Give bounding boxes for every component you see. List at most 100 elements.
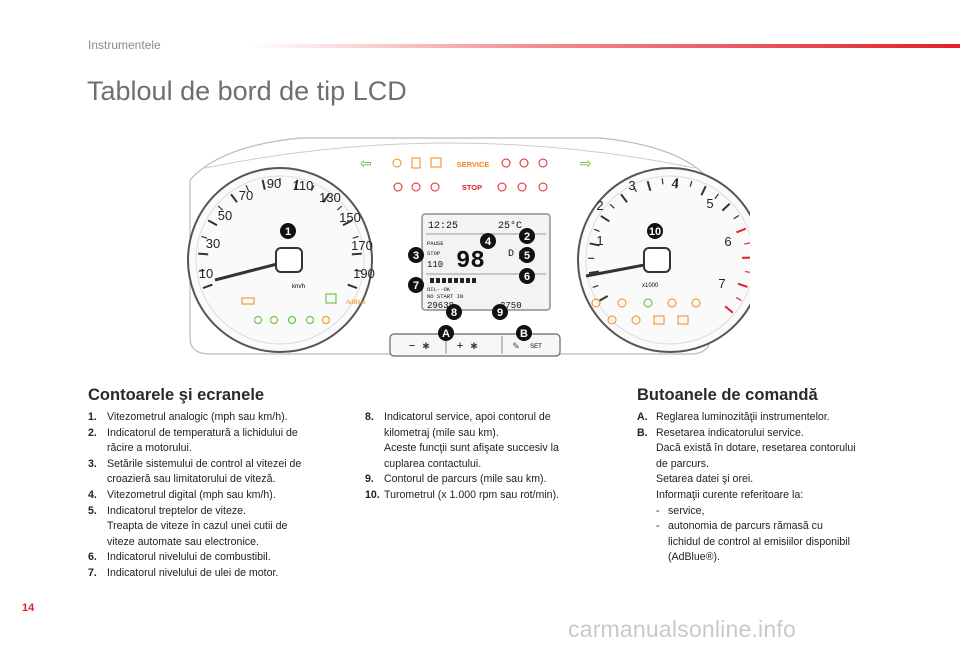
- tacho-label-1: 1: [596, 233, 603, 248]
- dial-tick: [336, 205, 343, 211]
- svg-text:3: 3: [413, 250, 419, 262]
- dial-tick: [347, 283, 358, 289]
- speedo-label-10: 10: [199, 266, 213, 281]
- list-item: 7.Indicatorul nivelului de ulei de motor…: [88, 566, 279, 579]
- callout-2: 2: [519, 228, 535, 244]
- dial-tick: [217, 205, 224, 211]
- lcd-odometer: 29638: [427, 301, 454, 311]
- dash-item-autonomy: - autonomia de parcurs rămasă cu lichidu…: [656, 520, 850, 564]
- speedo-unit: km/h: [292, 284, 305, 290]
- dial-tick: [735, 296, 742, 302]
- speedo-label-130: 130: [319, 190, 341, 205]
- tacho-label-4: 4: [671, 176, 678, 191]
- callout-8: 8: [446, 304, 462, 320]
- dial-tick: [744, 242, 750, 245]
- section-title-gauges: Contoarele şi ecranele: [88, 386, 265, 404]
- callout-10: 10: [647, 223, 663, 239]
- dial-tick: [609, 203, 615, 209]
- speedo-label-50: 50: [218, 208, 232, 223]
- lcd-pause: PAUSE: [427, 240, 444, 247]
- dial-tick: [322, 193, 330, 203]
- list-item: 9.Contorul de parcurs (mile sau km).: [365, 473, 547, 486]
- list-item: 1.Vitezometrul analogic (mph sau km/h).: [88, 411, 288, 423]
- control-button-panel: − ✱ + ✱ ✎ SET: [389, 333, 561, 357]
- svg-text:7: 7: [413, 280, 419, 292]
- page-title: Tabloul de bord de tip LCD: [87, 76, 407, 106]
- dashboard-illustration: 10 30 50 70 90 110 130 150 170 190 km/h …: [187, 137, 750, 357]
- svg-text:6: 6: [524, 271, 530, 283]
- dial-tick: [351, 252, 362, 256]
- header-accent-line: [250, 44, 960, 48]
- callout-1: 1: [280, 223, 296, 239]
- dial-tick: [661, 178, 664, 185]
- callout-7: 7: [408, 277, 424, 293]
- speedo-label-150: 150: [339, 210, 361, 225]
- svg-text:9: 9: [497, 307, 503, 319]
- dial-tick: [700, 185, 707, 196]
- svg-text:A: A: [442, 328, 450, 340]
- dial-tick: [261, 179, 266, 190]
- speedo-hub: [275, 247, 303, 273]
- list-item: 6.Indicatorul nivelului de combustibil.: [88, 551, 271, 564]
- svg-text:8: 8: [451, 307, 457, 319]
- dial-tick: [589, 242, 600, 247]
- lcd-set-speed: 110: [427, 260, 443, 270]
- dial-tick: [310, 185, 315, 192]
- list-item: 2.Indicatorul de temperatură a lichidulu…: [88, 426, 298, 455]
- dial-tick: [600, 215, 610, 223]
- dial-tick: [689, 180, 693, 187]
- list-item: 4.Vitezometrul digital (mph sau km/h).: [88, 488, 276, 501]
- svg-text:1: 1: [285, 226, 291, 238]
- speedo-label-30: 30: [206, 236, 220, 251]
- center-warning-lamps: ⇦ ⇨ SERVICE STOP: [360, 155, 592, 192]
- tacho-label-3: 3: [628, 178, 635, 193]
- list-item: 5.Indicatorul treptelor de viteze.Treapt…: [88, 504, 288, 548]
- lcd-stop-mode: STOP: [427, 250, 440, 257]
- speedometer-dial: 10 30 50 70 90 110 130 150 170 190 km/h …: [187, 167, 375, 353]
- lcd-temp: 25°C: [498, 220, 522, 232]
- lcd-trip: 2750: [500, 301, 522, 311]
- dial-tick: [598, 295, 609, 302]
- wrench-icon: ✎: [512, 341, 520, 351]
- lcd-no-start: NO START IN: [427, 293, 463, 300]
- tacho-label-2: 2: [596, 198, 603, 213]
- speedo-label-110: 110: [293, 178, 314, 193]
- plus-button: +: [457, 340, 463, 352]
- list-item-b: B. Resetarea indicatorului service. Dacă…: [637, 426, 907, 566]
- svg-text:B: B: [520, 328, 528, 340]
- tacho-label-5: 5: [706, 196, 713, 211]
- dial-tick: [245, 185, 250, 192]
- svg-text:10: 10: [649, 226, 661, 238]
- svg-text:✱: ✱: [470, 341, 478, 351]
- dial-tick: [355, 269, 362, 272]
- stop-lamp: STOP: [462, 183, 482, 192]
- list-item: 10.Turometrul (x 1.000 rpm sau rot/min).: [365, 488, 560, 501]
- buttons-list: A. Reglarea luminozităţii instrumentelor…: [637, 410, 907, 566]
- callout-9: 9: [492, 304, 508, 320]
- svg-text:2: 2: [524, 231, 530, 243]
- dial-tick: [633, 186, 637, 193]
- speedo-label-190: 190: [353, 266, 375, 281]
- callout-4: 4: [480, 233, 496, 249]
- list-item-a: A. Reglarea luminozităţii instrumentelor…: [637, 411, 830, 423]
- dial-tick: [201, 235, 208, 239]
- page-number: 14: [22, 602, 35, 614]
- callout-b: B: [516, 325, 532, 341]
- fuel-gauge-segments: [430, 278, 476, 283]
- svg-text:5: 5: [524, 250, 530, 262]
- set-button: SET: [530, 344, 542, 350]
- dial-tick: [198, 252, 209, 256]
- turn-left-indicator: ⇦: [360, 155, 372, 171]
- cluster-visor: [204, 142, 696, 169]
- tacho-label-6: 6: [724, 234, 731, 249]
- minus-button: −: [409, 340, 415, 352]
- tacho-hub: [643, 247, 671, 273]
- speedo-label-90: 90: [267, 176, 281, 191]
- callout-6: 6: [519, 268, 535, 284]
- dial-tick: [733, 214, 740, 220]
- dial-tick: [724, 305, 734, 314]
- list-item: 3.Setările sistemului de control al vite…: [88, 457, 302, 486]
- lcd-time: 12:25: [428, 221, 458, 232]
- dial-tick: [592, 284, 599, 289]
